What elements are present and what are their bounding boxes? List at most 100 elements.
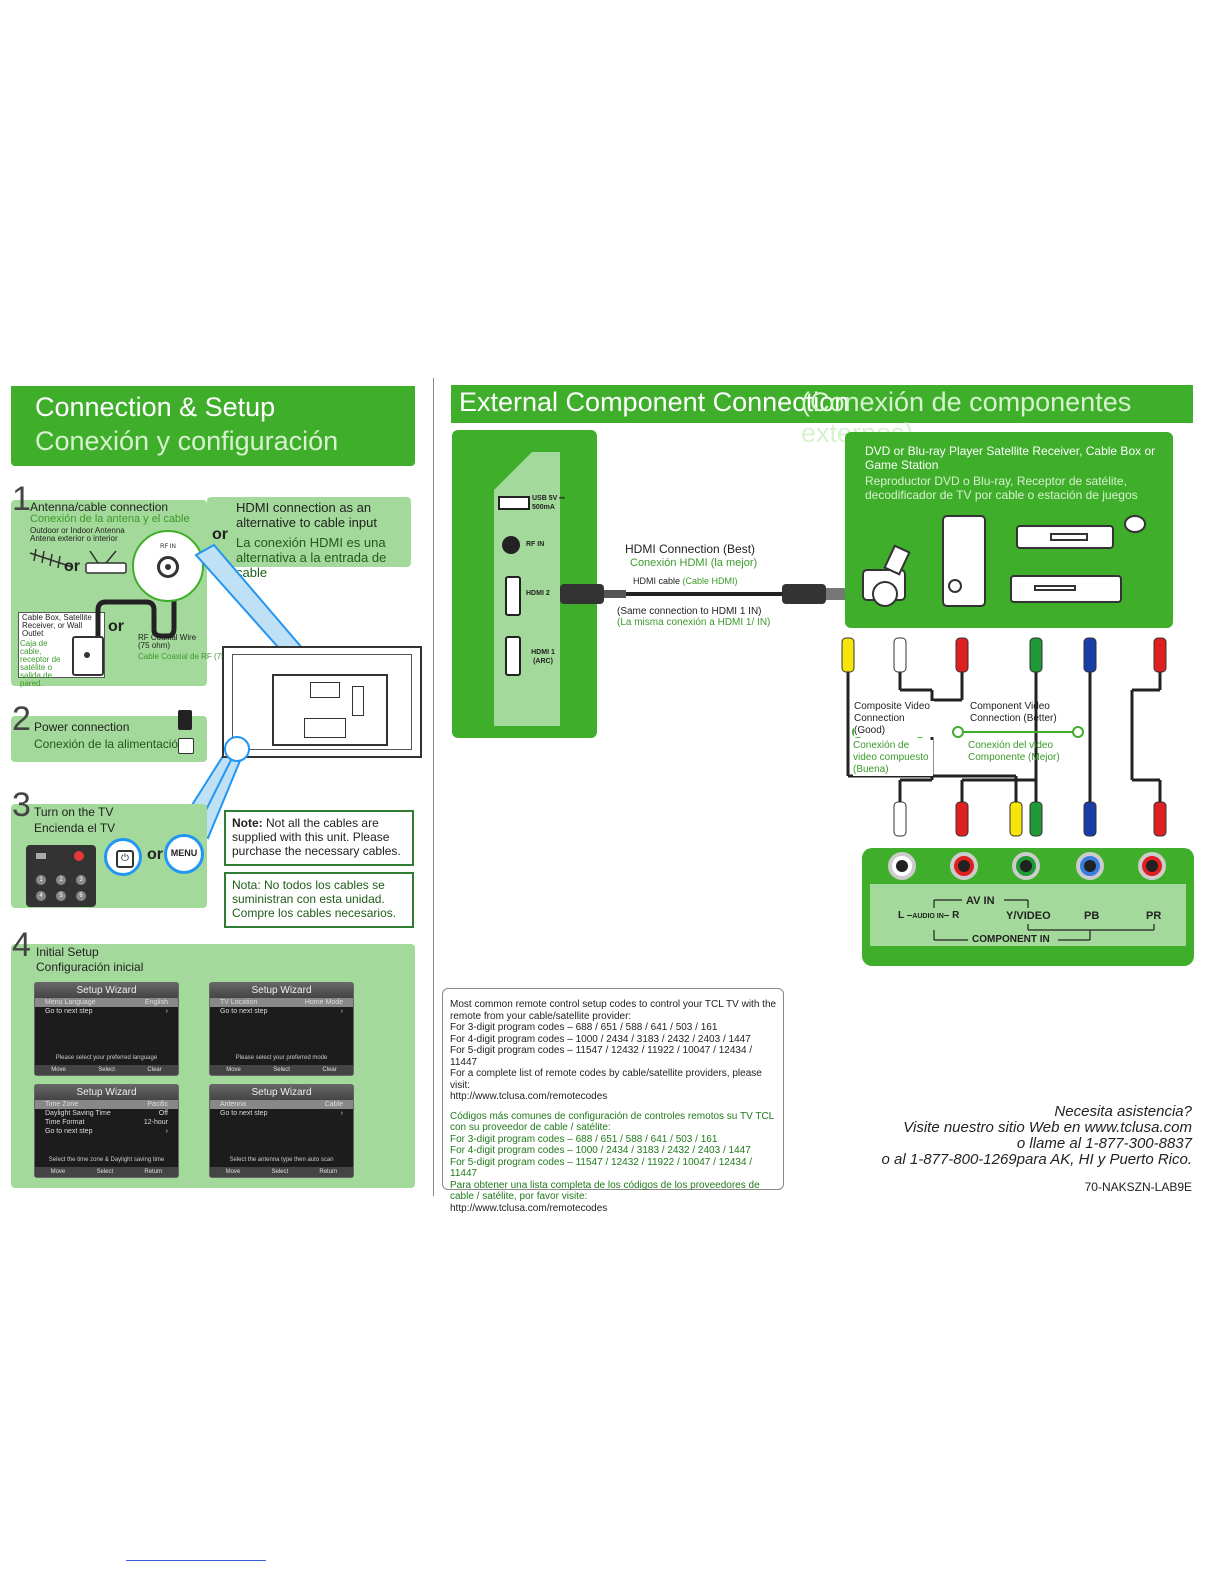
remote-key-3: 3 (76, 875, 86, 885)
codes-intro-en: Most common remote control setup codes t… (450, 999, 777, 1022)
satellite-dish-icon (1124, 515, 1146, 533)
jack-audio-r[interactable] (950, 852, 978, 880)
help-text: Necesita asistencia? Visite nuestro siti… (880, 1104, 1192, 1168)
menu-button-callout: MENU (164, 834, 204, 874)
jack-audio-l[interactable] (888, 852, 916, 880)
remote-key-1: 1 (36, 875, 46, 885)
remote-key-6: 6 (76, 891, 86, 901)
hdmi1-port (505, 636, 521, 676)
right-header: External Component Connection (Conexión … (451, 385, 1193, 448)
wizard-title: Setup Wizard (210, 983, 353, 998)
antenna-label-en: Outdoor or Indoor Antenna (30, 526, 125, 535)
step4-title-es: Configuración inicial (36, 960, 144, 974)
note-en-text: Not all the cables are supplied with thi… (232, 816, 401, 858)
component-label-es: Conexión del video Componente (Mejor) (968, 740, 1060, 763)
step4-number: 4 (12, 926, 31, 964)
remote-key-2: 2 (56, 875, 66, 885)
wizard-row-next[interactable]: Go to next step› (45, 1008, 168, 1015)
plug-yellow-bottom (1009, 801, 1023, 837)
coax-label-es: Cable Coaxial de RF (75 ohm) (138, 652, 247, 661)
hdmi-cable-label: HDMI cable (Cable HDMI) (633, 576, 738, 586)
codes-4digit-es: For 4-digit program codes – 1000 / 2434 … (450, 1145, 751, 1156)
hdmi-conn-title-es: Conexión HDMI (la mejor) (630, 557, 758, 569)
power-button-callout: ⏻ (104, 838, 142, 876)
wizard-hint: Please select your preferred mode (235, 1055, 328, 1061)
plug-blue-bottom (1083, 801, 1097, 837)
plug-red-bottom (955, 801, 969, 837)
left-header: Connection & Setup Conexión y configurac… (11, 386, 415, 466)
hdmi-alt-en: HDMI connection as an alternative to cab… (236, 500, 377, 530)
rf-in-jack: RF IN (132, 530, 204, 602)
rf-port-label: RF IN (526, 541, 545, 548)
wizard-title: Setup Wizard (35, 1085, 178, 1100)
hdmi-conn-title-en: HDMI Connection (Best) (625, 542, 756, 556)
footer-rule (126, 1560, 266, 1561)
wizard-row-next[interactable]: Go to next step› (220, 1008, 343, 1015)
hdmi2-label: HDMI 2 (526, 590, 550, 597)
same-conn-es: (La misma conexión a HDMI 1/ IN) (617, 617, 771, 628)
label-yvideo: Y/VIDEO (1006, 910, 1051, 922)
note-es-text: Nota: No todos los cables se suministran… (232, 878, 397, 920)
wall-outlet-icon (72, 636, 104, 676)
wizard-row-next[interactable]: Go to next step› (45, 1128, 168, 1135)
codes-url-en[interactable]: http://www.tclusa.com/remotecodes (450, 1091, 608, 1102)
menu-label: MENU (170, 848, 198, 858)
or-hdmi: or (212, 526, 228, 543)
power-icon: ⏻ (116, 850, 134, 868)
wizard-title: Setup Wizard (35, 983, 178, 998)
plug-red2-bottom (1153, 801, 1167, 837)
codes-3digit-en: For 3-digit program codes – 688 / 651 / … (450, 1022, 718, 1033)
step2-title-en: Power connection (34, 720, 130, 734)
plug-green-bottom (1029, 801, 1043, 837)
coax-cable (95, 590, 177, 639)
cable-box-icon (1016, 525, 1114, 549)
hdmi-cable (560, 584, 846, 604)
component-in-label: COMPONENT IN (972, 934, 1050, 945)
help-line-4: o al 1-877-800-1269para AK, HI y Puerto … (881, 1151, 1192, 1168)
codes-url-es[interactable]: http://www.tclusa.com/remotecodes (450, 1202, 608, 1214)
codes-list-en: For a complete list of remote codes by c… (450, 1068, 762, 1091)
jack-pr[interactable] (1138, 852, 1166, 880)
remote-codes-box: Most common remote control setup codes t… (442, 988, 784, 1214)
jack-pb[interactable] (1076, 852, 1104, 880)
antenna-icon (29, 548, 127, 574)
composite-label-en: Composite Video Connection (Good) (854, 701, 934, 737)
wizard-title: Setup Wizard (210, 1085, 353, 1100)
step2-number: 2 (12, 700, 31, 738)
help-line-3: o llame al 1-877-300-8837 (1016, 1135, 1192, 1152)
av-input-panel: AV IN L –AUDIO IN– R Y/VIDEO PB PR COMPO… (862, 848, 1194, 966)
step2-panel (11, 716, 207, 762)
plug-red-top (955, 637, 969, 673)
step1-or-2: or (108, 618, 124, 635)
step3-title-es: Encienda el TV (34, 821, 116, 835)
antenna-label-es: Antena exterior o interior (30, 534, 118, 543)
jack-y-video[interactable] (1012, 852, 1040, 880)
tv-back-illustration (222, 646, 422, 758)
plug-red2-top (1153, 637, 1167, 673)
wizard-row-next[interactable]: Go to next step› (220, 1110, 343, 1117)
composite-label-es: Conexión de video compuesto (Buena) (853, 740, 933, 776)
remote-key-4: 4 (36, 891, 46, 901)
page-divider (433, 378, 434, 1196)
note-en-bold: Note: (232, 816, 263, 830)
plug-yellow-top (841, 637, 855, 673)
usb-port (498, 496, 530, 510)
note-en-box: Note: Not all the cables are supplied wi… (224, 810, 414, 866)
tv-power-port (224, 736, 250, 762)
component-label-en: Component Video Connection (Better) (970, 701, 1057, 724)
game-console-icon (942, 515, 986, 607)
step3-title-en: Turn on the TV (34, 805, 114, 819)
help-line-1: Necesita asistencia? (1054, 1103, 1192, 1120)
